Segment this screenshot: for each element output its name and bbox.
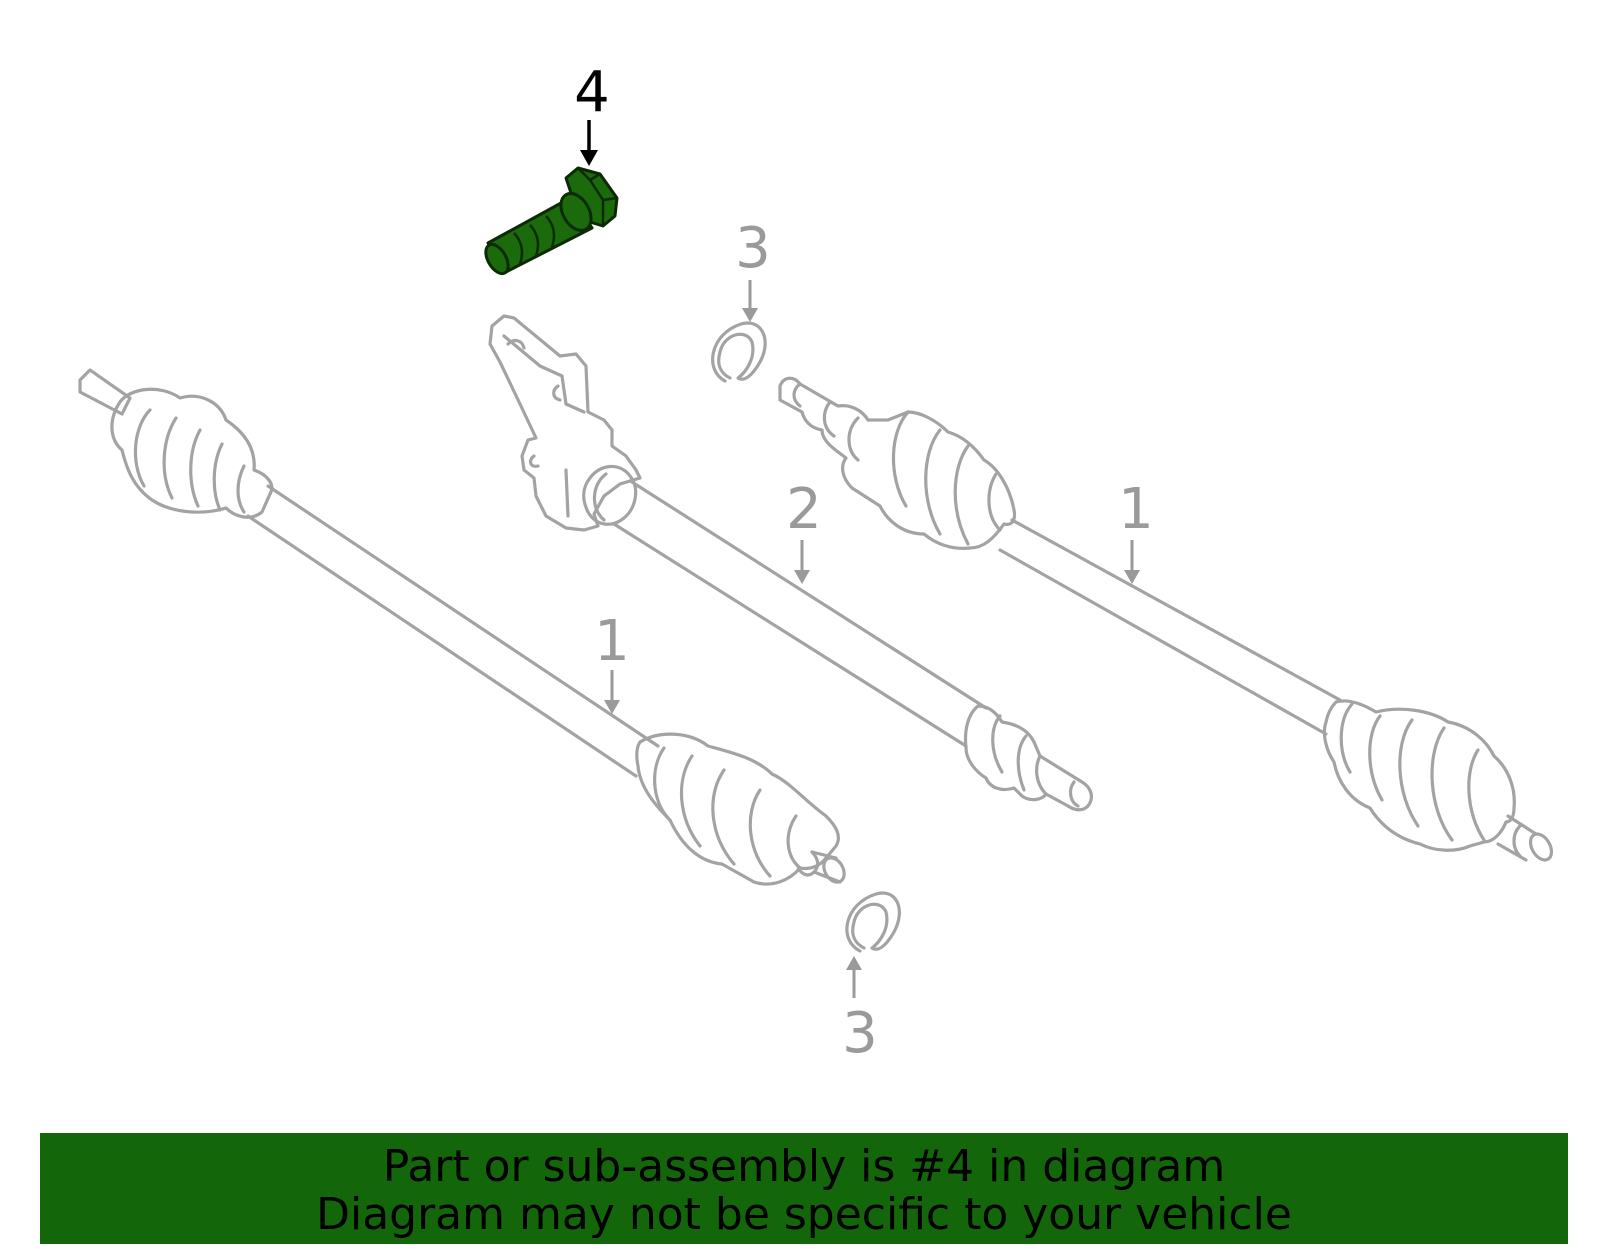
banner-line-part-info: Part or sub-assembly is #4 in diagram [382,1141,1226,1192]
callout-1-left: 1 [594,609,630,674]
arrowhead-1-right [1124,570,1140,584]
arrowhead-3-bottom [846,956,862,970]
halfshaft-left-part-1[interactable] [78,368,848,886]
banner-line-disclaimer: Diagram may not be specific to your vehi… [316,1189,1292,1240]
info-banner: Part or sub-assembly is #4 in diagram Di… [40,1133,1568,1244]
arrowhead-1-left [604,700,620,714]
intermediate-shaft-part-2[interactable] [488,314,1093,812]
halfshaft-right-part-1[interactable] [778,376,1556,863]
bolt-part-4[interactable] [481,166,619,277]
circlip-top-part-3[interactable] [711,321,767,383]
callout-1-right: 1 [1118,477,1154,542]
callout-2: 2 [786,477,822,542]
arrowhead-2 [794,570,810,584]
callout-3-top: 3 [735,216,771,281]
arrowhead-3-top [742,308,758,322]
callout-3-bottom: 3 [842,1001,878,1066]
callout-4: 4 [574,60,610,125]
arrowhead-4 [580,150,598,166]
circlip-bottom-part-3[interactable] [845,891,901,953]
